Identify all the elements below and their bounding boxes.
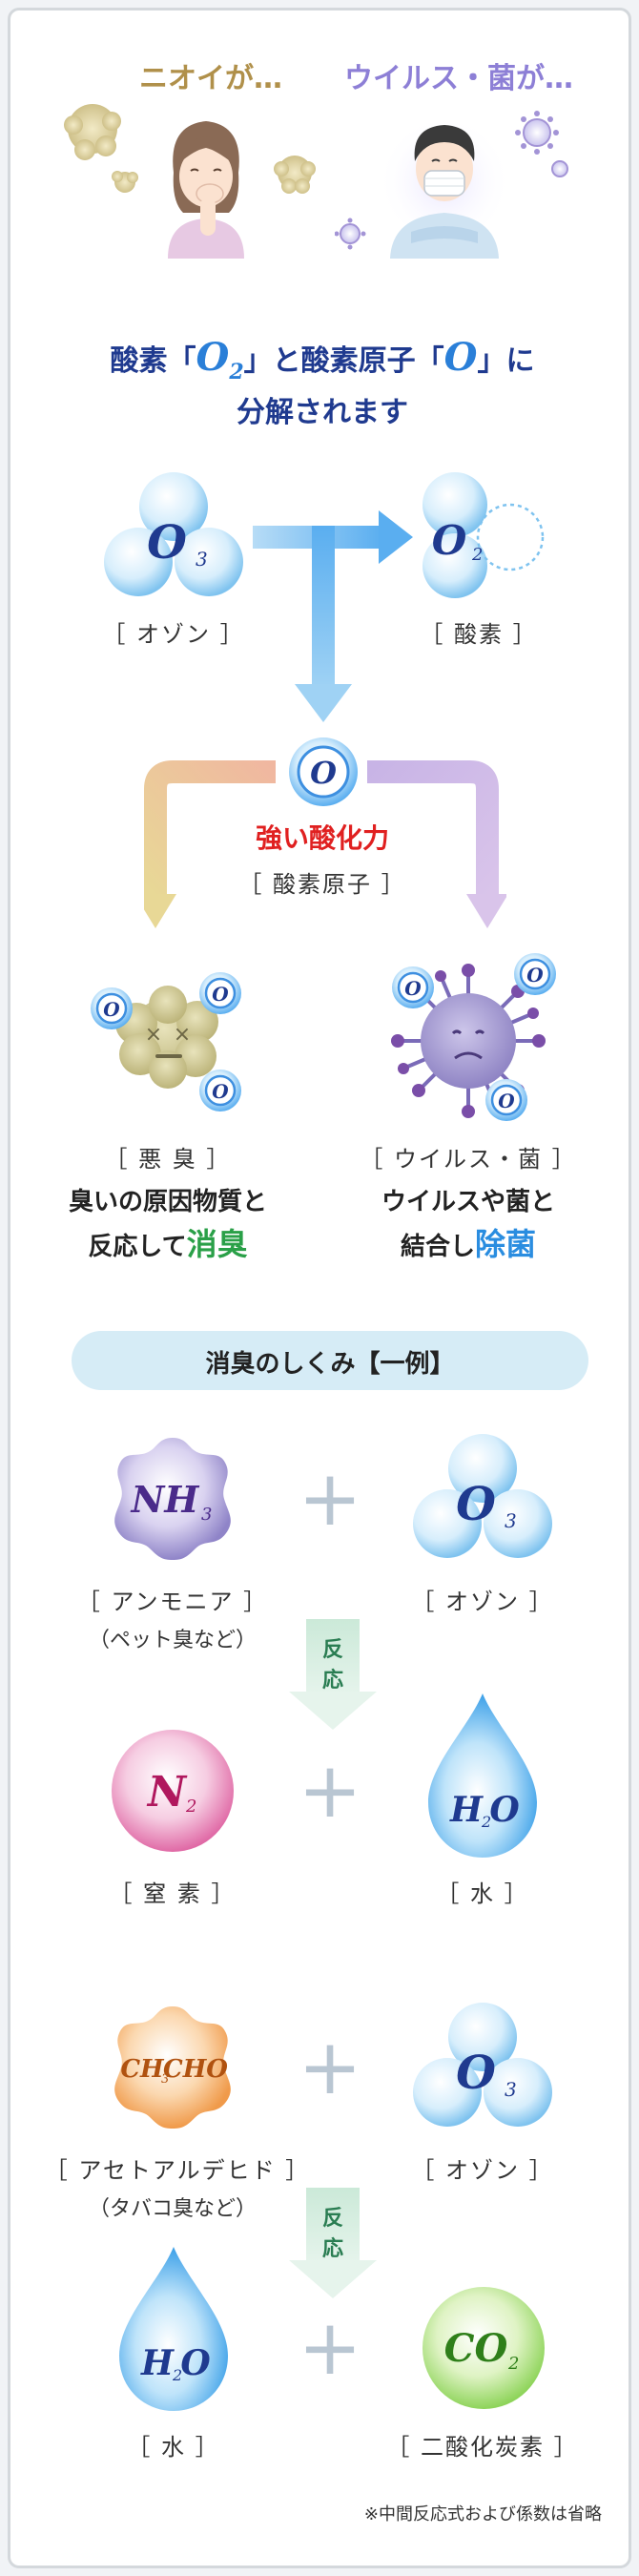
acetaldehyde-note: （タバコ臭など） xyxy=(88,2197,257,2221)
svg-text:O: O xyxy=(456,1478,496,1531)
acetaldehyde-label: ［ アセトアルデヒド ］ xyxy=(44,2157,311,2184)
odor-molecule-illustration: × × O O O xyxy=(91,972,241,1111)
reaction-label-2b: 応 xyxy=(321,2237,343,2261)
water-formula-h: H xyxy=(449,1790,484,1830)
oxygen-atom-symbol: O xyxy=(310,755,337,791)
carbon-dioxide-subscript: 2 xyxy=(507,2354,519,2374)
ozone-formula: O xyxy=(147,516,187,570)
svg-text:O: O xyxy=(526,964,544,987)
odor-eye-left-icon: × xyxy=(145,1023,162,1047)
acetaldehyde-molecule: CH 3 CHO xyxy=(114,2006,231,2129)
ammonia-note: （ペット臭など） xyxy=(88,1629,257,1652)
water-formula-h-2: H xyxy=(140,2343,175,2383)
ozone-molecule: O 3 xyxy=(104,472,243,596)
branch-arrows xyxy=(144,760,506,928)
mechanism-title-pill xyxy=(72,1331,588,1390)
odor-puffs-illustration xyxy=(64,104,316,194)
water-drop-1: H 2 O xyxy=(428,1693,537,1858)
nitrogen-label: ［ 窒 素 ］ xyxy=(109,1880,237,1907)
ozone-molecule-2: O 3 xyxy=(413,1434,552,1558)
virus-particles-illustration xyxy=(335,111,568,250)
odor-description-1: 臭いの原因物質と xyxy=(68,1188,267,1216)
svg-text:O: O xyxy=(103,998,120,1021)
virus-highlight: 除菌 xyxy=(475,1226,537,1262)
ozone-molecule-3: O 3 xyxy=(413,2003,552,2127)
oxygen-atom-label: ［ 酸素原子 ］ xyxy=(238,871,406,898)
ozone-label: ［ オゾン ］ xyxy=(102,621,245,648)
oxygen-label: ［ 酸素 ］ xyxy=(420,621,538,648)
nitrogen-subscript: 2 xyxy=(185,1797,196,1817)
svg-text:O: O xyxy=(456,2046,496,2100)
svg-text:3: 3 xyxy=(505,2078,517,2101)
nitrogen-molecule: N 2 xyxy=(112,1730,234,1852)
mechanism-title: 消臭のしくみ【一例】 xyxy=(205,1350,455,1379)
virus-title: ウイルス・菌が… xyxy=(344,62,573,95)
ammonia-formula: NH xyxy=(131,1478,200,1521)
plus-sign-2: + xyxy=(298,1746,362,1835)
ozone-subscript: 3 xyxy=(196,548,208,571)
svg-text:O: O xyxy=(404,977,422,1000)
oxygen-subscript: 2 xyxy=(471,545,483,565)
content-panel: ニオイが… ウイルス・菌が… xyxy=(8,8,631,2568)
ozone-label-3: ［ オゾン ］ xyxy=(411,2157,554,2184)
virus-label: ［ ウイルス・菌 ］ xyxy=(360,1146,577,1173)
water-subscript-2: 2 xyxy=(172,2366,182,2384)
acetaldehyde-formula-a: CH xyxy=(120,2055,165,2084)
section-divider xyxy=(77,1952,573,1956)
footnote: ※中間反応式および係数は省略 xyxy=(363,2504,602,2524)
intro-o-symbol: O xyxy=(443,335,478,380)
woman-covering-nose-illustration xyxy=(168,121,244,259)
plus-sign-4: + xyxy=(298,2303,362,2392)
attached-oxygen-atoms: O O O xyxy=(91,972,241,1111)
man-with-mask-illustration xyxy=(382,108,506,259)
reaction-label-1a: 反 xyxy=(321,1638,343,1662)
plus-sign-1: + xyxy=(298,1454,362,1543)
water-subscript: 2 xyxy=(481,1813,491,1831)
svg-text:O: O xyxy=(212,1080,229,1103)
svg-text:O: O xyxy=(212,983,229,1006)
water-formula-o: O xyxy=(489,1790,520,1830)
acetaldehyde-subscript: 3 xyxy=(161,2072,169,2087)
water-formula-o-2: O xyxy=(180,2343,211,2383)
oxygen-molecule: O 2 xyxy=(423,472,545,598)
acetaldehyde-formula-b: CHO xyxy=(163,2055,228,2084)
virus-molecule-illustration: O O O xyxy=(391,953,556,1121)
odor-title: ニオイが… xyxy=(139,62,282,95)
ammonia-molecule: NH 3 xyxy=(114,1438,231,1560)
intro-line-2: 分解されます xyxy=(237,396,408,429)
oxygen-atom: O xyxy=(289,737,358,806)
water-drop-2: H 2 O xyxy=(119,2247,228,2411)
intro-line-1: 酸素「O2」と酸素原子「O」に xyxy=(110,335,535,384)
carbon-dioxide-formula: CO xyxy=(444,2326,508,2371)
reaction-label-2a: 反 xyxy=(321,2207,343,2231)
svg-text:3: 3 xyxy=(505,1509,517,1532)
odor-description-2: 反応して消臭 xyxy=(88,1226,248,1262)
oxygen-formula: O xyxy=(432,517,467,564)
reaction-arrow-1 xyxy=(289,1619,377,1730)
decomposition-arrow xyxy=(253,510,413,722)
nitrogen-formula: N xyxy=(146,1768,188,1817)
water-label-1: ［ 水 ］ xyxy=(436,1880,529,1907)
odor-label: ［ 悪 臭 ］ xyxy=(104,1146,232,1173)
ozone-label-2: ［ オゾン ］ xyxy=(411,1589,554,1615)
strong-oxidizing-label: 強い酸化力 xyxy=(255,822,389,854)
odor-eye-right-icon: × xyxy=(174,1023,191,1047)
reaction-arrow-2 xyxy=(289,2188,377,2298)
virus-description-1: ウイルスや菌と xyxy=(381,1188,555,1216)
water-label-2: ［ 水 ］ xyxy=(127,2434,220,2461)
ammonia-label: ［ アンモニア ］ xyxy=(76,1589,269,1615)
intro-o2-symbol: O2 xyxy=(196,335,244,384)
virus-description-2: 結合し除菌 xyxy=(400,1226,537,1262)
reaction-label-1b: 応 xyxy=(321,1669,343,1693)
odor-highlight: 消臭 xyxy=(186,1226,248,1262)
svg-text:O: O xyxy=(498,1090,515,1112)
attached-oxygen-atoms: O O O xyxy=(392,953,556,1121)
ammonia-subscript: 3 xyxy=(201,1505,212,1525)
carbon-dioxide-molecule: CO 2 xyxy=(423,2287,545,2409)
plus-sign-3: + xyxy=(298,2023,362,2111)
carbon-dioxide-label: ［ 二酸化炭素 ］ xyxy=(386,2434,579,2461)
